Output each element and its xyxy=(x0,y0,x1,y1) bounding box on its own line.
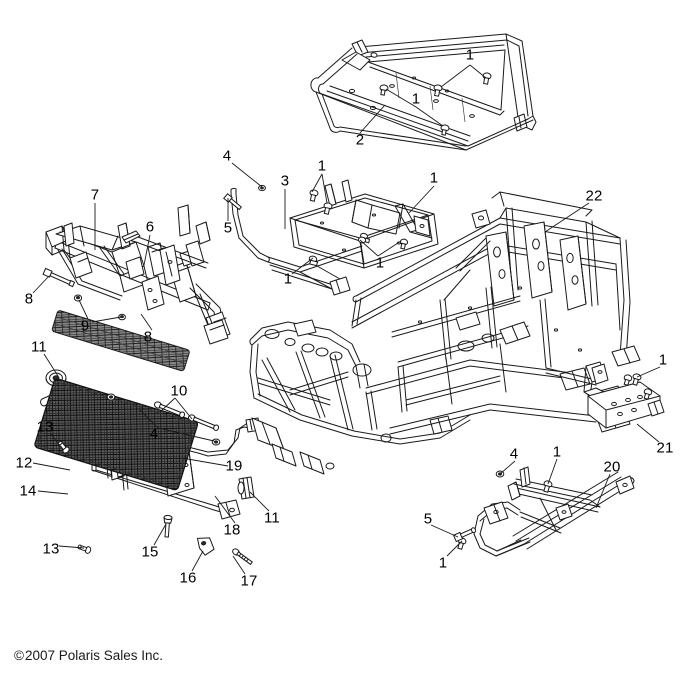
part-1-fasteners-cargo xyxy=(370,52,492,136)
callout-number-11: 11 xyxy=(31,338,47,356)
leader-line xyxy=(544,202,590,233)
leader-line xyxy=(377,240,402,257)
callout-number-18: 18 xyxy=(223,521,241,539)
callout-number-12: 12 xyxy=(15,454,33,472)
leader-line xyxy=(181,457,229,467)
callout-number-4: 4 xyxy=(222,147,232,165)
part-12-grille-strip xyxy=(51,310,190,372)
callout-number-21: 21 xyxy=(656,439,674,457)
part-16-clip xyxy=(196,537,215,556)
leader-line xyxy=(636,366,661,378)
callout-number-4: 4 xyxy=(509,445,519,463)
callout-number-15: 15 xyxy=(141,543,159,561)
callout-number-1: 1 xyxy=(375,254,385,272)
leader-line xyxy=(139,409,159,429)
callout-number-1: 1 xyxy=(317,157,327,175)
callout-number-7: 7 xyxy=(90,186,100,204)
callout-number-4: 4 xyxy=(149,425,159,443)
callout-number-9: 9 xyxy=(80,317,90,335)
callout-number-11: 11 xyxy=(264,509,280,527)
part-13-rivets xyxy=(57,440,92,554)
leader-line xyxy=(499,460,516,475)
leader-line xyxy=(321,173,328,204)
part-21-bracket xyxy=(583,361,665,429)
leader-line xyxy=(37,490,69,495)
part-7-subframe xyxy=(45,204,231,345)
leader-line xyxy=(291,257,314,275)
leader-line xyxy=(446,540,463,557)
leader-line xyxy=(191,550,204,572)
leader-line xyxy=(143,234,151,266)
callout-number-16: 16 xyxy=(179,569,197,587)
callout-number-1: 1 xyxy=(429,169,439,187)
callout-number-22: 22 xyxy=(585,187,603,205)
callout-number-14: 14 xyxy=(19,482,37,500)
callout-number-1: 1 xyxy=(465,46,475,64)
leader-line xyxy=(91,316,122,323)
leader-line xyxy=(469,64,487,79)
part-9-studs xyxy=(73,294,126,321)
part-3-support-frame xyxy=(223,179,439,296)
leader-line xyxy=(408,185,435,214)
callout-number-6: 6 xyxy=(145,218,155,236)
callout-number-19: 19 xyxy=(225,457,243,475)
copyright-notice: ©2007 Polaris Sales Inc. xyxy=(14,648,163,663)
main-frame-assembly xyxy=(249,191,641,475)
leader-line xyxy=(385,88,417,108)
callout-number-1: 1 xyxy=(438,554,448,572)
leader-line xyxy=(636,423,660,443)
part-17-screw xyxy=(232,548,253,566)
callout-number-1: 1 xyxy=(658,351,668,369)
callout-number-1: 1 xyxy=(411,90,421,108)
part-1-fastener-right xyxy=(632,373,642,386)
callout-number-17: 17 xyxy=(240,572,258,590)
leader-line xyxy=(232,555,246,575)
leader-line xyxy=(430,524,459,538)
callout-number-1: 1 xyxy=(283,270,293,288)
callout-number-1: 1 xyxy=(552,443,562,461)
leader-line xyxy=(214,495,236,524)
callout-number-5: 5 xyxy=(223,219,233,237)
leader-line xyxy=(249,491,270,512)
callout-number-8: 8 xyxy=(143,328,153,346)
leader-line xyxy=(58,545,85,549)
leader-line xyxy=(231,162,263,188)
part-14-grille-mesh xyxy=(34,378,199,491)
leader-line xyxy=(359,104,386,134)
leader-line xyxy=(311,173,323,193)
leader-line xyxy=(153,523,167,546)
copyright-text: 2007 Polaris Sales Inc. xyxy=(24,648,164,663)
callout-number-13: 13 xyxy=(36,418,54,436)
leader-line xyxy=(359,239,379,257)
callout-number-3: 3 xyxy=(280,172,290,190)
callout-number-20: 20 xyxy=(603,458,621,476)
leader-line xyxy=(49,432,63,449)
copyright-symbol: © xyxy=(14,648,24,663)
part-11-bushing-lower xyxy=(237,476,255,500)
leader-line xyxy=(159,397,176,413)
leader-line xyxy=(43,353,59,377)
leader-line xyxy=(140,313,153,331)
callout-number-13: 13 xyxy=(42,540,60,558)
leader-line xyxy=(157,427,215,442)
leader-line xyxy=(440,64,471,88)
part-15-fastener xyxy=(163,514,173,538)
callout-number-8: 8 xyxy=(24,290,34,308)
leader-line xyxy=(174,397,193,420)
leader-line xyxy=(415,106,444,127)
part-2-cargo-frame xyxy=(310,33,537,151)
leader-line xyxy=(32,275,50,294)
leader-line xyxy=(78,299,89,320)
leader-line xyxy=(595,473,611,509)
callout-number-2: 2 xyxy=(355,131,365,149)
callout-number-5: 5 xyxy=(423,510,433,528)
part-20-rear-rack xyxy=(452,466,635,557)
callout-number-10: 10 xyxy=(170,382,188,400)
leader-line xyxy=(32,462,71,471)
leader-line xyxy=(547,458,558,485)
leader-lines xyxy=(32,64,661,575)
